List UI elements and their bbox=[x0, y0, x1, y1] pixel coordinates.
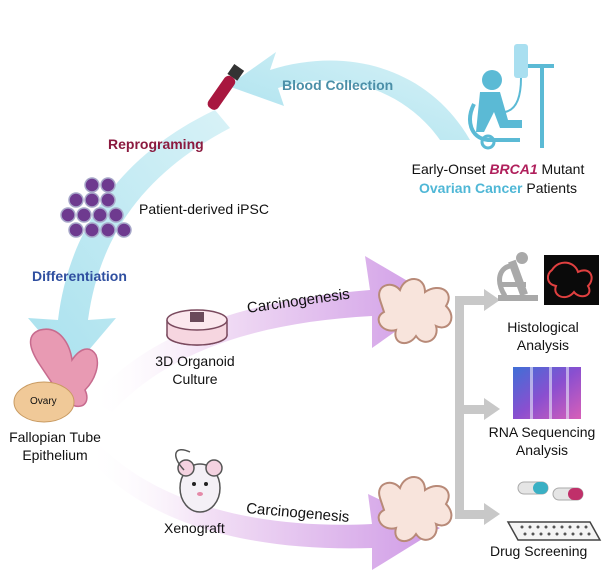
rna-sequencing-label-line1: RNA Sequencing bbox=[488, 424, 596, 440]
organoid-tissue-bottom-icon bbox=[377, 476, 453, 543]
drug-plate-icon bbox=[506, 481, 602, 541]
organoid-tissue-top-icon bbox=[377, 278, 453, 345]
histology-image-icon bbox=[544, 255, 599, 305]
patients-line1-a: Early-Onset bbox=[411, 161, 490, 177]
patient-iv-icon bbox=[468, 44, 554, 150]
ovarian-cancer-label: Ovarian Cancer bbox=[419, 180, 523, 196]
organoid-culture-label-line1: 3D Organoid bbox=[155, 353, 235, 369]
carcinogenesis-arrow-top bbox=[90, 256, 440, 412]
analysis-distribution-arrows bbox=[455, 289, 500, 525]
mouse-icon bbox=[175, 449, 223, 513]
xenograft-label: Xenograft bbox=[164, 520, 225, 536]
drug-screening-label: Drug Screening bbox=[490, 543, 588, 559]
fallopian-tube-label: Fallopian Tube Epithelium bbox=[0, 428, 110, 464]
histological-analysis-label-line1: Histological bbox=[507, 319, 579, 335]
ipsc-cells-icon bbox=[60, 177, 132, 238]
fallopian-tube-label-line1: Fallopian Tube bbox=[9, 429, 101, 445]
fallopian-tube-icon bbox=[13, 328, 99, 423]
organoid-dish-icon bbox=[166, 309, 228, 346]
patient-ipsc-label: Patient-derived iPSC bbox=[139, 201, 269, 217]
microscope-icon bbox=[497, 252, 538, 301]
rna-sequencing-label: RNA Sequencing Analysis bbox=[480, 423, 604, 459]
differentiation-label: Differentiation bbox=[32, 268, 127, 284]
blood-collection-label: Blood Collection bbox=[282, 77, 394, 93]
carcinogenesis-arrow-bottom bbox=[86, 440, 440, 570]
organoid-culture-label: 3D Organoid Culture bbox=[140, 352, 250, 388]
brca1-label: BRCA1 bbox=[489, 161, 538, 177]
ovary-label: Ovary bbox=[30, 396, 57, 407]
rna-sequencing-label-line2: Analysis bbox=[515, 442, 569, 458]
reprogramming-label: Reprograming bbox=[108, 136, 204, 152]
rna-heatmap-icon bbox=[513, 367, 581, 419]
organoid-culture-label-line2: Culture bbox=[172, 371, 218, 387]
patients-line2-b: Patients bbox=[522, 180, 577, 196]
patients-line1-c: Mutant bbox=[537, 161, 585, 177]
histological-analysis-label-line2: Analysis bbox=[516, 337, 570, 353]
histological-analysis-label: Histological Analysis bbox=[488, 318, 598, 354]
patients-label: Early-Onset BRCA1 Mutant Ovarian Cancer … bbox=[392, 160, 604, 198]
fallopian-tube-label-line2: Epithelium bbox=[22, 447, 88, 463]
blood-collection-arrow bbox=[28, 52, 470, 370]
blood-tube-icon bbox=[207, 63, 245, 110]
